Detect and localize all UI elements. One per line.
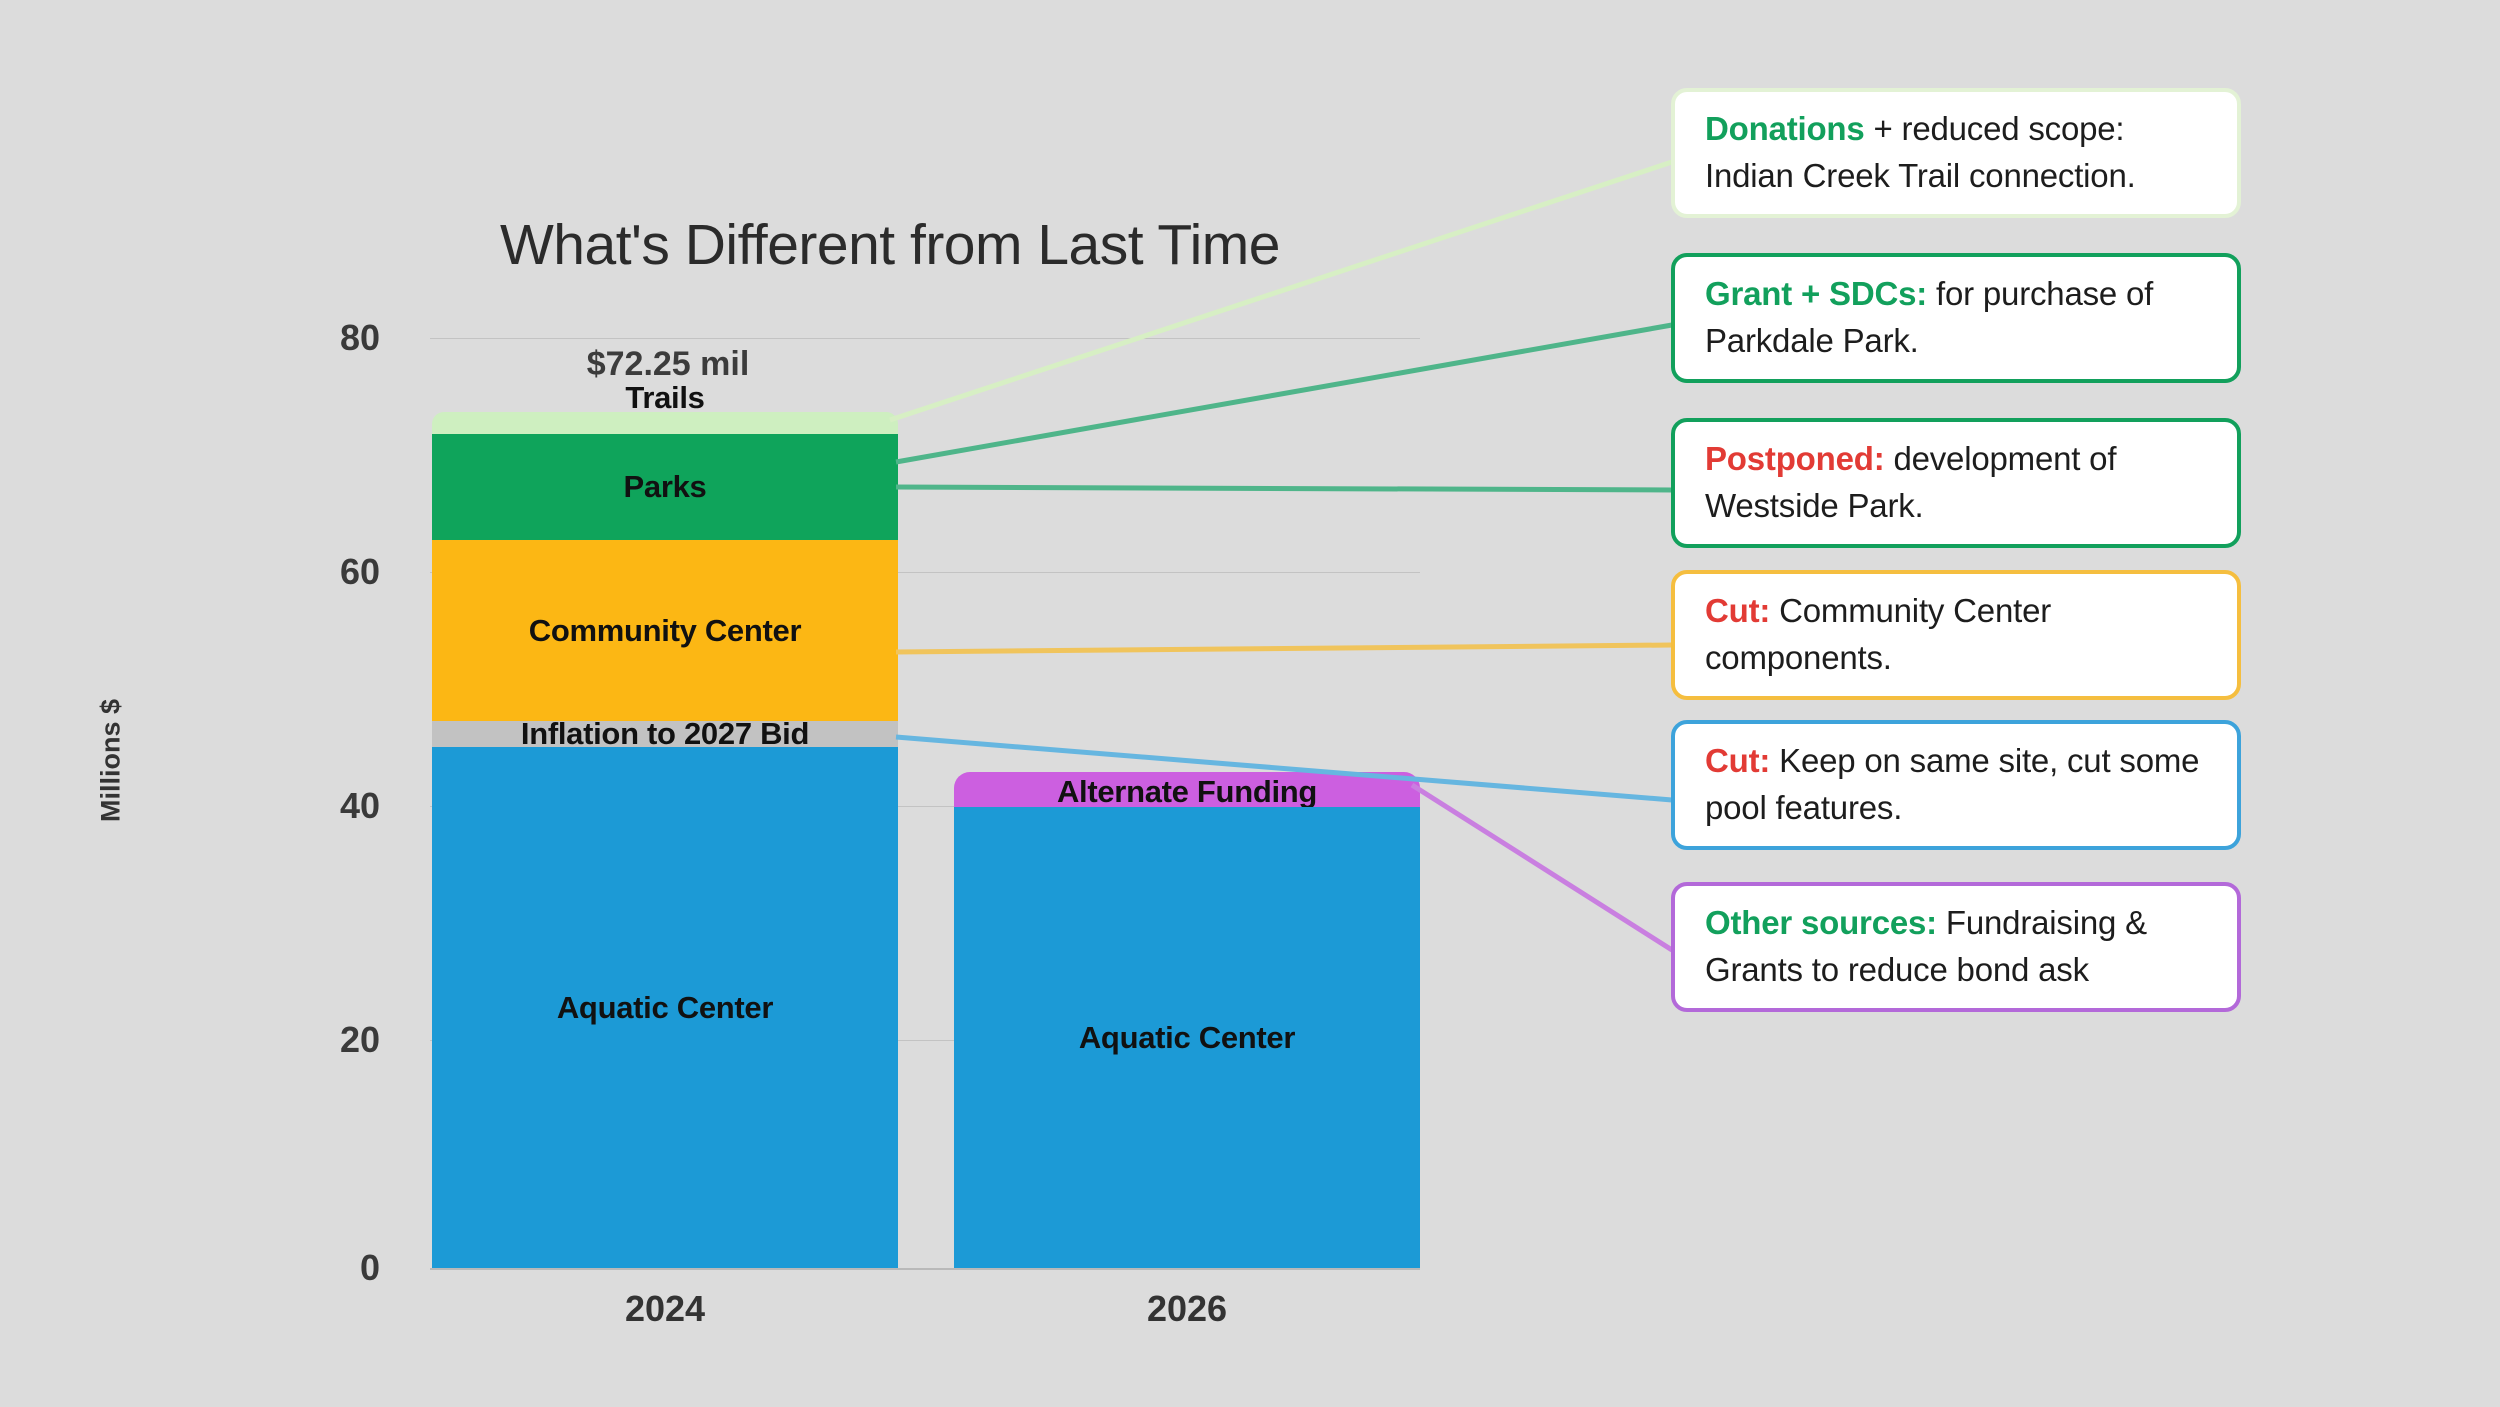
y-tick-0: 0 [359, 1247, 380, 1288]
callout-text-donations: Donations + reduced scope: Indian Creek … [1705, 106, 2211, 200]
callout-lead-postponed: Postponed: [1705, 440, 1885, 478]
callout-box-grant-sdcs[interactable]: Grant + SDCs: for purchase of Parkdale P… [1671, 253, 2241, 383]
callout-text-cut-community-center: Cut: Community Center components. [1705, 588, 2211, 682]
x-tick-2024: 2024 [624, 1288, 706, 1329]
callout-box-other-sources[interactable]: Other sources: Fundraising & Grants to r… [1671, 882, 2241, 1012]
callout-text-grant-sdcs: Grant + SDCs: for purchase of Parkdale P… [1705, 271, 2211, 365]
connector-line-trails [889, 159, 1673, 423]
y-tick-80: 80 [339, 317, 380, 358]
connector-line-parks-grant [895, 322, 1673, 465]
callout-rest-cut-community-center: Community Center components. [1705, 592, 2052, 676]
callout-lead-other-sources: Other sources: [1705, 904, 1937, 942]
callout-text-cut-pool-features: Cut: Keep on same site, cut some pool fe… [1705, 738, 2211, 832]
callout-text-other-sources: Other sources: Fundraising & Grants to r… [1705, 900, 2211, 994]
bar-segment-parks-2024[interactable]: Parks [432, 434, 898, 540]
callout-text-postponed: Postponed: development of Westside Park. [1705, 436, 2211, 530]
connector-line-community-center [895, 642, 1673, 655]
y-axis-label: Millions $ [95, 698, 126, 823]
gridline-60 [430, 572, 1420, 573]
bar-segment-aquatic-center-2024[interactable]: Aquatic Center [432, 747, 898, 1268]
callout-box-postponed[interactable]: Postponed: development of Westside Park. [1671, 418, 2241, 548]
bar-segment-label-trails: Trails [625, 380, 705, 415]
bar-segment-label-aquatic-center-2024: Aquatic Center [556, 989, 774, 1025]
callout-lead-cut-community-center: Cut: [1705, 592, 1771, 630]
callout-rest-donations: + reduced scope: Indian Creek Trail conn… [1705, 110, 2136, 194]
y-tick-40: 40 [339, 785, 380, 826]
gridline-40 [430, 806, 1420, 807]
bar-segment-community-center-2024[interactable]: Community Center [432, 540, 898, 721]
callout-box-cut-pool-features[interactable]: Cut: Keep on same site, cut some pool fe… [1671, 720, 2241, 850]
gridline-20 [430, 1040, 1420, 1041]
connector-line-parks-postponed [895, 484, 1673, 493]
chart-title: What's Different from Last Time [500, 213, 1280, 277]
x-tick-2026: 2026 [1146, 1288, 1228, 1329]
bar-segment-label-alternate-funding: Alternate Funding [1056, 774, 1318, 809]
bar-segment-label-aquatic-center-2026: Aquatic Center [1078, 1019, 1296, 1055]
gridline-80 [430, 338, 1420, 339]
callout-box-donations[interactable]: Donations + reduced scope: Indian Creek … [1671, 88, 2241, 218]
bar-segment-alternate-funding-2026[interactable]: Alternate Funding [954, 772, 1420, 812]
callout-box-cut-community-center[interactable]: Cut: Community Center components. [1671, 570, 2241, 700]
bar-total-label-2024: $72.25 mil [586, 345, 750, 383]
bar-segment-label-community-center: Community Center [528, 612, 802, 648]
callout-rest-other-sources: Fundraising & Grants to reduce bond ask [1705, 904, 2147, 988]
callout-rest-postponed: development of Westside Park. [1705, 440, 2117, 524]
callout-lead-donations: Donations [1705, 110, 1865, 148]
y-tick-60: 60 [339, 551, 380, 592]
y-tick-20: 20 [339, 1019, 380, 1060]
callout-lead-cut-pool-features: Cut: [1705, 742, 1771, 780]
bar-segment-inflation-2024[interactable]: Inflation to 2027 Bid [432, 716, 898, 751]
bar-segment-aquatic-center-2026[interactable]: Aquatic Center [954, 807, 1420, 1268]
axis-baseline [430, 1268, 1420, 1270]
callout-lead-grant-sdcs: Grant + SDCs: [1705, 275, 1928, 313]
callout-rest-cut-pool-features: Keep on same site, cut some pool feature… [1705, 742, 2200, 826]
callout-rest-grant-sdcs: for purchase of Parkdale Park. [1705, 275, 2154, 359]
bar-segment-label-parks: Parks [623, 469, 707, 504]
connector-line-alternate-funding [1410, 782, 1674, 953]
bar-segment-trails-2024[interactable] [432, 412, 898, 438]
